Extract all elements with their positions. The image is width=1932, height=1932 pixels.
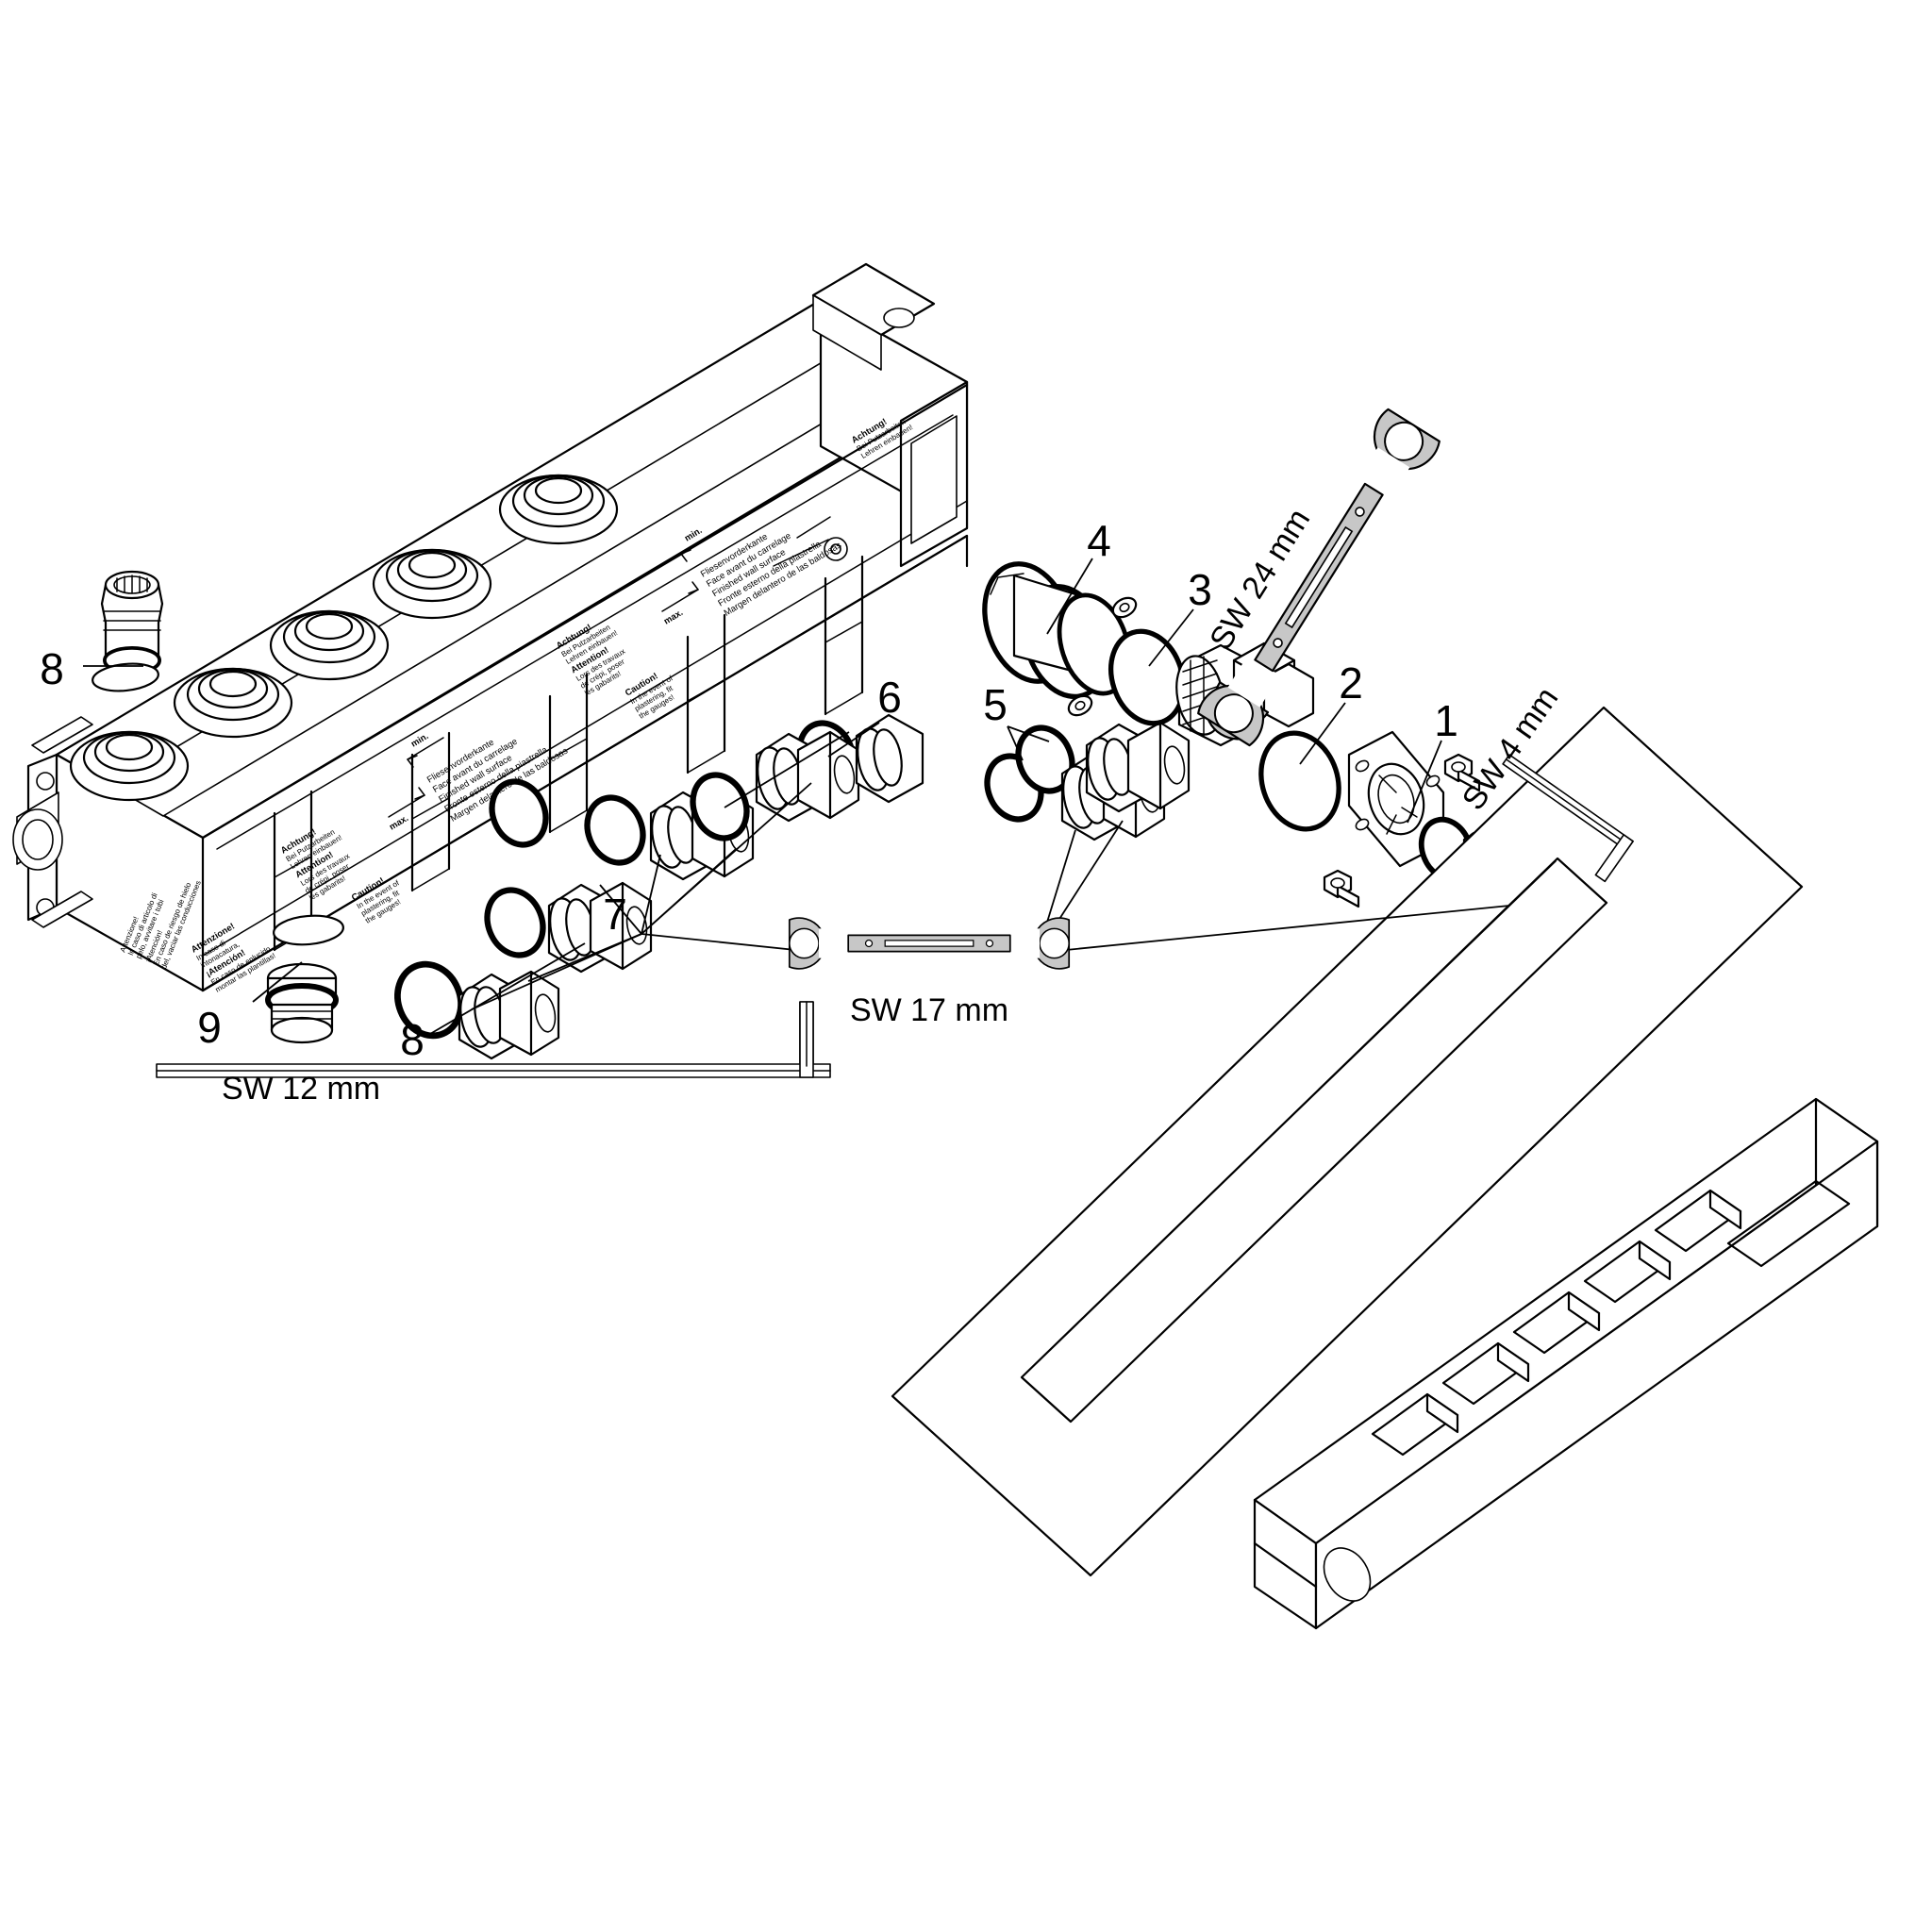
part-number-8-lower: 8: [400, 1015, 425, 1064]
part-1-screw-upper: [1443, 753, 1481, 792]
outlet-port: [173, 667, 293, 739]
part-1-screw-lower: [1323, 869, 1360, 908]
part-number-7: 7: [603, 890, 627, 939]
part-9-gasket: [273, 914, 344, 946]
outlet-port: [69, 730, 190, 802]
body-text-attention-c: Achtung! Bei Putzarbeiten Lehren einbaue…: [850, 417, 914, 460]
manifold-body: [12, 262, 969, 992]
part-9-plug: [265, 962, 339, 1044]
part-number-6: 6: [877, 673, 902, 722]
tool-label-sw4: SW 4 mm: [1456, 681, 1566, 817]
outlet-port: [372, 548, 492, 620]
part-4-clamp-collar: [982, 561, 1138, 717]
allen-key-12-icon: [156, 1001, 831, 1078]
part-5-connector-b: [1085, 721, 1191, 813]
body-text-attention-a: Achtung! Bei Putzarbeiten Lehren einbaue…: [279, 827, 351, 903]
body-text-front-face: Attenzione! In caso di articolo di pelo,…: [119, 879, 203, 970]
svg-text:max.: max.: [662, 608, 685, 627]
trim-button[interactable]: [1654, 1189, 1742, 1253]
open-end-wrench-17-icon: [788, 917, 1071, 970]
part-8-oring-left: [92, 662, 159, 692]
minmax-arrows: [388, 531, 718, 818]
body-text-attention-b: Achtung! Bei Putzarbeiten Lehren einbaue…: [555, 623, 626, 698]
body-text-tile-edge-b: Fliesenvorderkante Face avant du carrela…: [699, 531, 843, 619]
trim-button[interactable]: [1512, 1291, 1601, 1355]
part-number-3: 3: [1188, 565, 1212, 614]
allen-key-4-icon: [1502, 754, 1634, 883]
part-7-oring-a: [484, 887, 546, 958]
tool-label-sw24: SW 24 mm: [1203, 503, 1317, 657]
trim-button[interactable]: [1371, 1392, 1459, 1457]
part-7-connector-a: [547, 881, 653, 974]
part-7-oring-b: [584, 794, 646, 866]
part-5-oring-b: [1015, 724, 1075, 794]
open-end-wrench-24-icon: [1197, 408, 1441, 747]
tool-label-sw12: SW 12 mm: [222, 1071, 380, 1107]
part-6-oring: [489, 778, 549, 848]
part-6-connector: [755, 730, 860, 823]
body-text-caution-a: Caution! In the event of plastering, fit…: [350, 875, 402, 924]
part-number-2: 2: [1339, 658, 1363, 708]
trim-button[interactable]: [1583, 1240, 1672, 1304]
part-number-5: 5: [983, 680, 1008, 729]
part-8b-connector: [458, 970, 560, 1060]
outlet-port: [269, 609, 390, 681]
part-number-1: 1: [1434, 696, 1458, 745]
part-number-8-left: 8: [40, 644, 64, 693]
leader-lines: [83, 558, 1510, 1035]
part-6-connector-2: [855, 713, 924, 804]
body-text-max-b: max.: [662, 608, 685, 627]
part-number-9: 9: [197, 1003, 222, 1052]
trim-bar: [1253, 1097, 1879, 1630]
trim-button[interactable]: [1441, 1341, 1530, 1406]
tool-label-sw17: SW 17 mm: [850, 992, 1008, 1028]
wall-plate: [891, 706, 1804, 1577]
part-8b-oring: [394, 960, 464, 1040]
part-8-plug-left: [100, 570, 164, 675]
part-2-oring: [1258, 730, 1341, 832]
body-text-bevel-face: Attenzione! In caso di intonacatura, ¡At…: [190, 922, 277, 994]
part-number-4: 4: [1087, 516, 1111, 565]
body-text-caution-b: Caution! In the event of plastering, fit…: [624, 671, 675, 720]
outlet-port: [498, 474, 619, 545]
body-text-tile-edge-a: Fliesenvorderkante Face avant du carrela…: [425, 737, 570, 824]
